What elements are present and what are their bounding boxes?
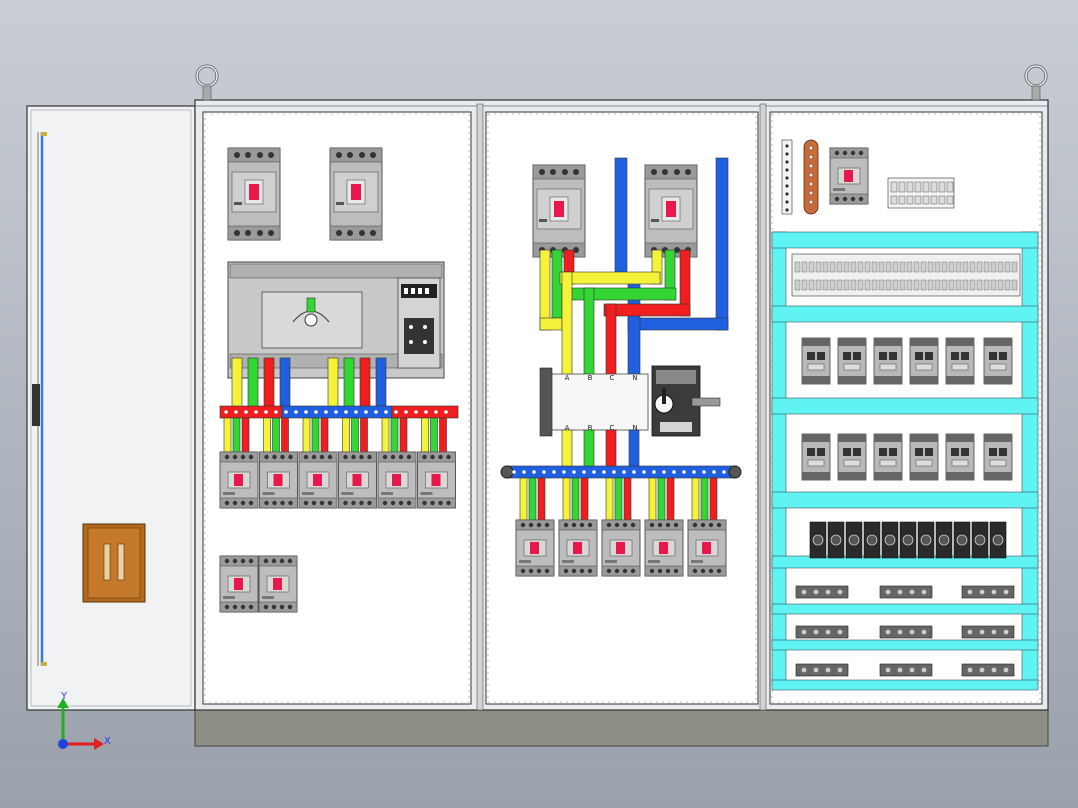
top-terminal-rows (791, 253, 1021, 297)
fuse-holders[interactable] (809, 521, 1007, 559)
branch-breaker-middle-3[interactable] (601, 519, 641, 577)
terminal-strip-r1-1 (795, 585, 849, 599)
left-bus-droppers (231, 357, 387, 409)
y-axis-label: Y (60, 691, 68, 702)
branch-breaker-middle-1[interactable] (515, 519, 555, 577)
middle-neutral-bus (500, 465, 742, 479)
relay-row2-6[interactable] (983, 433, 1013, 481)
spare-breaker-2[interactable] (258, 555, 298, 613)
isolator-switch[interactable]: A B C N A B C N (539, 365, 721, 437)
cabinet-plinth (194, 707, 1049, 747)
terminal-strip-r3-2 (879, 663, 933, 677)
relay-row2-1[interactable] (801, 433, 831, 481)
control-breaker[interactable] (829, 147, 869, 205)
terminal-strip-r2-1 (795, 625, 849, 639)
terminal-strip-r2-2 (879, 625, 933, 639)
axis-triad: X Y (57, 691, 111, 750)
phase-label-a-top: A (565, 374, 570, 382)
terminal-strip-r2-3 (961, 625, 1015, 639)
branch-breaker-left-4[interactable] (338, 451, 377, 509)
relay-row1-2[interactable] (837, 337, 867, 385)
fuse-holder-6[interactable] (899, 521, 917, 559)
x-axis-label: X (104, 736, 111, 747)
incoming-breaker-1[interactable] (532, 164, 586, 258)
phase-label-c-top: C (610, 374, 615, 382)
relay-row2-5[interactable] (945, 433, 975, 481)
din-rail-frame (771, 231, 1039, 691)
fuse-holder-1[interactable] (809, 521, 827, 559)
branch-breaker-left-1[interactable] (219, 451, 259, 509)
phase-label-n-bottom: N (632, 424, 637, 432)
terminal-strip-r3-3 (961, 663, 1015, 677)
fuse-holder-11[interactable] (989, 521, 1007, 559)
z-axis-origin (58, 739, 68, 749)
isolator-output-stubs (561, 429, 640, 469)
branch-breaker-middle-2[interactable] (558, 519, 598, 577)
relay-row1-5[interactable] (945, 337, 975, 385)
branch-breaker-left-5[interactable] (377, 451, 417, 509)
middle-branch-conductors (519, 477, 718, 523)
relay-row1-6[interactable] (983, 337, 1013, 385)
branch-breaker-left-3[interactable] (298, 451, 338, 509)
fuse-holder-4[interactable] (863, 521, 881, 559)
mini-terminal-strip (887, 177, 955, 209)
middle-interconnect-bus (539, 249, 691, 377)
phase-label-b-top: B (588, 374, 593, 382)
incoming-breaker-2[interactable] (644, 164, 698, 258)
relay-row2-2[interactable] (837, 433, 867, 481)
document-pocket (82, 523, 146, 603)
branch-breaker-middle-5[interactable] (687, 519, 727, 577)
fuse-holder-9[interactable] (953, 521, 971, 559)
earth-bar (803, 139, 819, 215)
lifting-eye-left (195, 64, 219, 101)
branch-breaker-left-6[interactable] (417, 451, 456, 509)
middle-section[interactable]: A B C N A B C N (485, 111, 759, 705)
relay-row2-3[interactable] (873, 433, 903, 481)
left-section[interactable] (202, 111, 472, 705)
left-distribution-bus (219, 405, 459, 419)
branch-breaker-middle-4[interactable] (644, 519, 684, 577)
cabinet-door[interactable] (26, 105, 196, 711)
relay-row1-4[interactable] (909, 337, 939, 385)
x-axis-arrowhead (94, 738, 104, 750)
relay-row1-3[interactable] (873, 337, 903, 385)
phase-label-a-bottom: A (565, 424, 570, 432)
left-branch-conductors (223, 417, 447, 455)
terminal-strip-r1-2 (879, 585, 933, 599)
middle-branch-breakers[interactable] (515, 519, 727, 577)
relay-row2-4[interactable] (909, 433, 939, 481)
y-axis-arrowhead (57, 698, 69, 708)
phase-label-b-bottom: B (588, 424, 593, 432)
terminal-column (781, 139, 793, 215)
right-section[interactable] (769, 111, 1043, 705)
main-breaker-1[interactable] (227, 147, 281, 241)
phase-label-n-top: N (632, 374, 637, 382)
fuse-holder-5[interactable] (881, 521, 899, 559)
fuse-holder-8[interactable] (935, 521, 953, 559)
fuse-holder-7[interactable] (917, 521, 935, 559)
terminal-strip-r3-1 (795, 663, 849, 677)
phase-label-c-bottom: C (610, 424, 615, 432)
terminal-strip-r1-3 (961, 585, 1015, 599)
lifting-eye-right (1024, 64, 1048, 101)
main-breaker-2[interactable] (329, 147, 383, 241)
fuse-holder-10[interactable] (971, 521, 989, 559)
fuse-holder-2[interactable] (827, 521, 845, 559)
spare-breaker-1[interactable] (219, 555, 259, 613)
branch-breaker-left-2[interactable] (259, 451, 298, 509)
relay-row1-1[interactable] (801, 337, 831, 385)
fuse-holder-3[interactable] (845, 521, 863, 559)
